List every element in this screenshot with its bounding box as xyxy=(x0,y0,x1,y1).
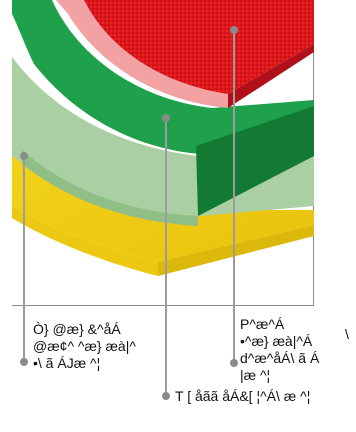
yellow-layer-edge xyxy=(158,225,314,276)
pink-layer xyxy=(56,0,228,108)
dot-icon xyxy=(162,114,170,122)
edge-mark-label: \ xyxy=(345,326,349,342)
dot-icon xyxy=(230,26,238,34)
callout-label-left: Ò} @æ} &^åÁ @æ¢^ ^æ} æà|^ •\ ã ÁJæ ^¦ xyxy=(33,321,136,371)
dot-icon xyxy=(230,359,238,367)
dot-icon xyxy=(20,152,28,160)
red-layer xyxy=(84,0,314,94)
green-layer-side xyxy=(196,106,314,216)
green-layer-front xyxy=(22,150,198,226)
red-layer-edge xyxy=(228,44,314,108)
dot-icon xyxy=(162,392,170,400)
dot-icon xyxy=(20,358,28,366)
yellow-layer-left-edge xyxy=(12,206,158,276)
yellow-layer xyxy=(12,108,314,262)
callout-label-right: P^æ^Á •^æ} æà|^Á d^æ^åÁ\ ã Á |æ ^¦ xyxy=(240,316,320,383)
callout-label-bottom: T [ åãã åÁ&[ ¦^Á\ æ ^¦ xyxy=(175,388,311,404)
green-layer xyxy=(12,0,314,154)
